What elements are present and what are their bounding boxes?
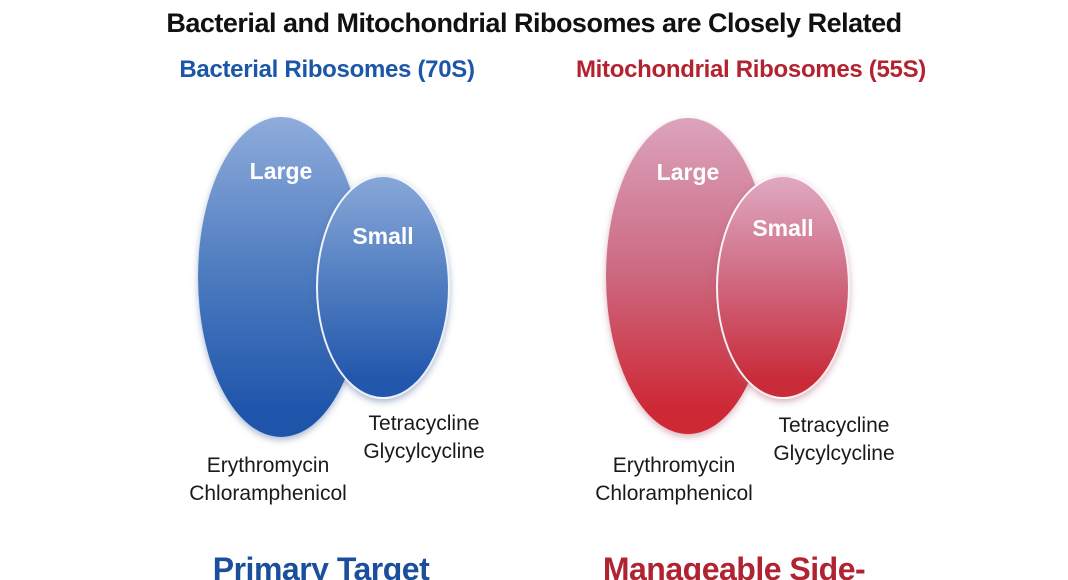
bacterial-panel-heading: Bacterial Ribosomes (70S): [179, 56, 475, 83]
mitochondrial-footer-heading: Manageable Side-Effects: [602, 551, 866, 580]
bacterial-large-subunit-drugs: Erythromycin Chloramphenicol: [158, 452, 378, 508]
mitochondrial-small-subunit-ellipse: Small: [716, 175, 850, 399]
bacterial-small-subunit-drugs: Tetracycline Glycylcycline: [314, 410, 534, 466]
drug-name: Glycylcycline: [773, 442, 895, 465]
page-title: Bacterial and Mitochondrial Ribosomes ar…: [166, 8, 902, 38]
bacterial-large-subunit-label: Large: [249, 158, 313, 184]
drug-name: Glycylcycline: [363, 440, 485, 463]
drug-name: Erythromycin: [612, 454, 736, 477]
drug-name: Chloramphenicol: [189, 482, 347, 505]
drug-name: Erythromycin: [206, 454, 330, 477]
drug-name: Tetracycline: [778, 414, 890, 437]
bacterial-footer-heading: Primary Target: [212, 551, 430, 580]
drug-name: Tetracycline: [368, 412, 480, 435]
mitochondrial-panel-heading: Mitochondrial Ribosomes (55S): [575, 56, 926, 83]
mitochondrial-large-subunit-drugs: Erythromycin Chloramphenicol: [564, 452, 784, 508]
bacterial-small-subunit-label: Small: [352, 223, 414, 249]
drug-name: Chloramphenicol: [595, 482, 753, 505]
mitochondrial-large-subunit-label: Large: [656, 159, 720, 185]
bacterial-small-subunit-ellipse: Small: [316, 175, 450, 399]
mitochondrial-small-subunit-drugs: Tetracycline Glycylcycline: [724, 412, 944, 468]
mitochondrial-small-subunit-label: Small: [752, 215, 814, 241]
